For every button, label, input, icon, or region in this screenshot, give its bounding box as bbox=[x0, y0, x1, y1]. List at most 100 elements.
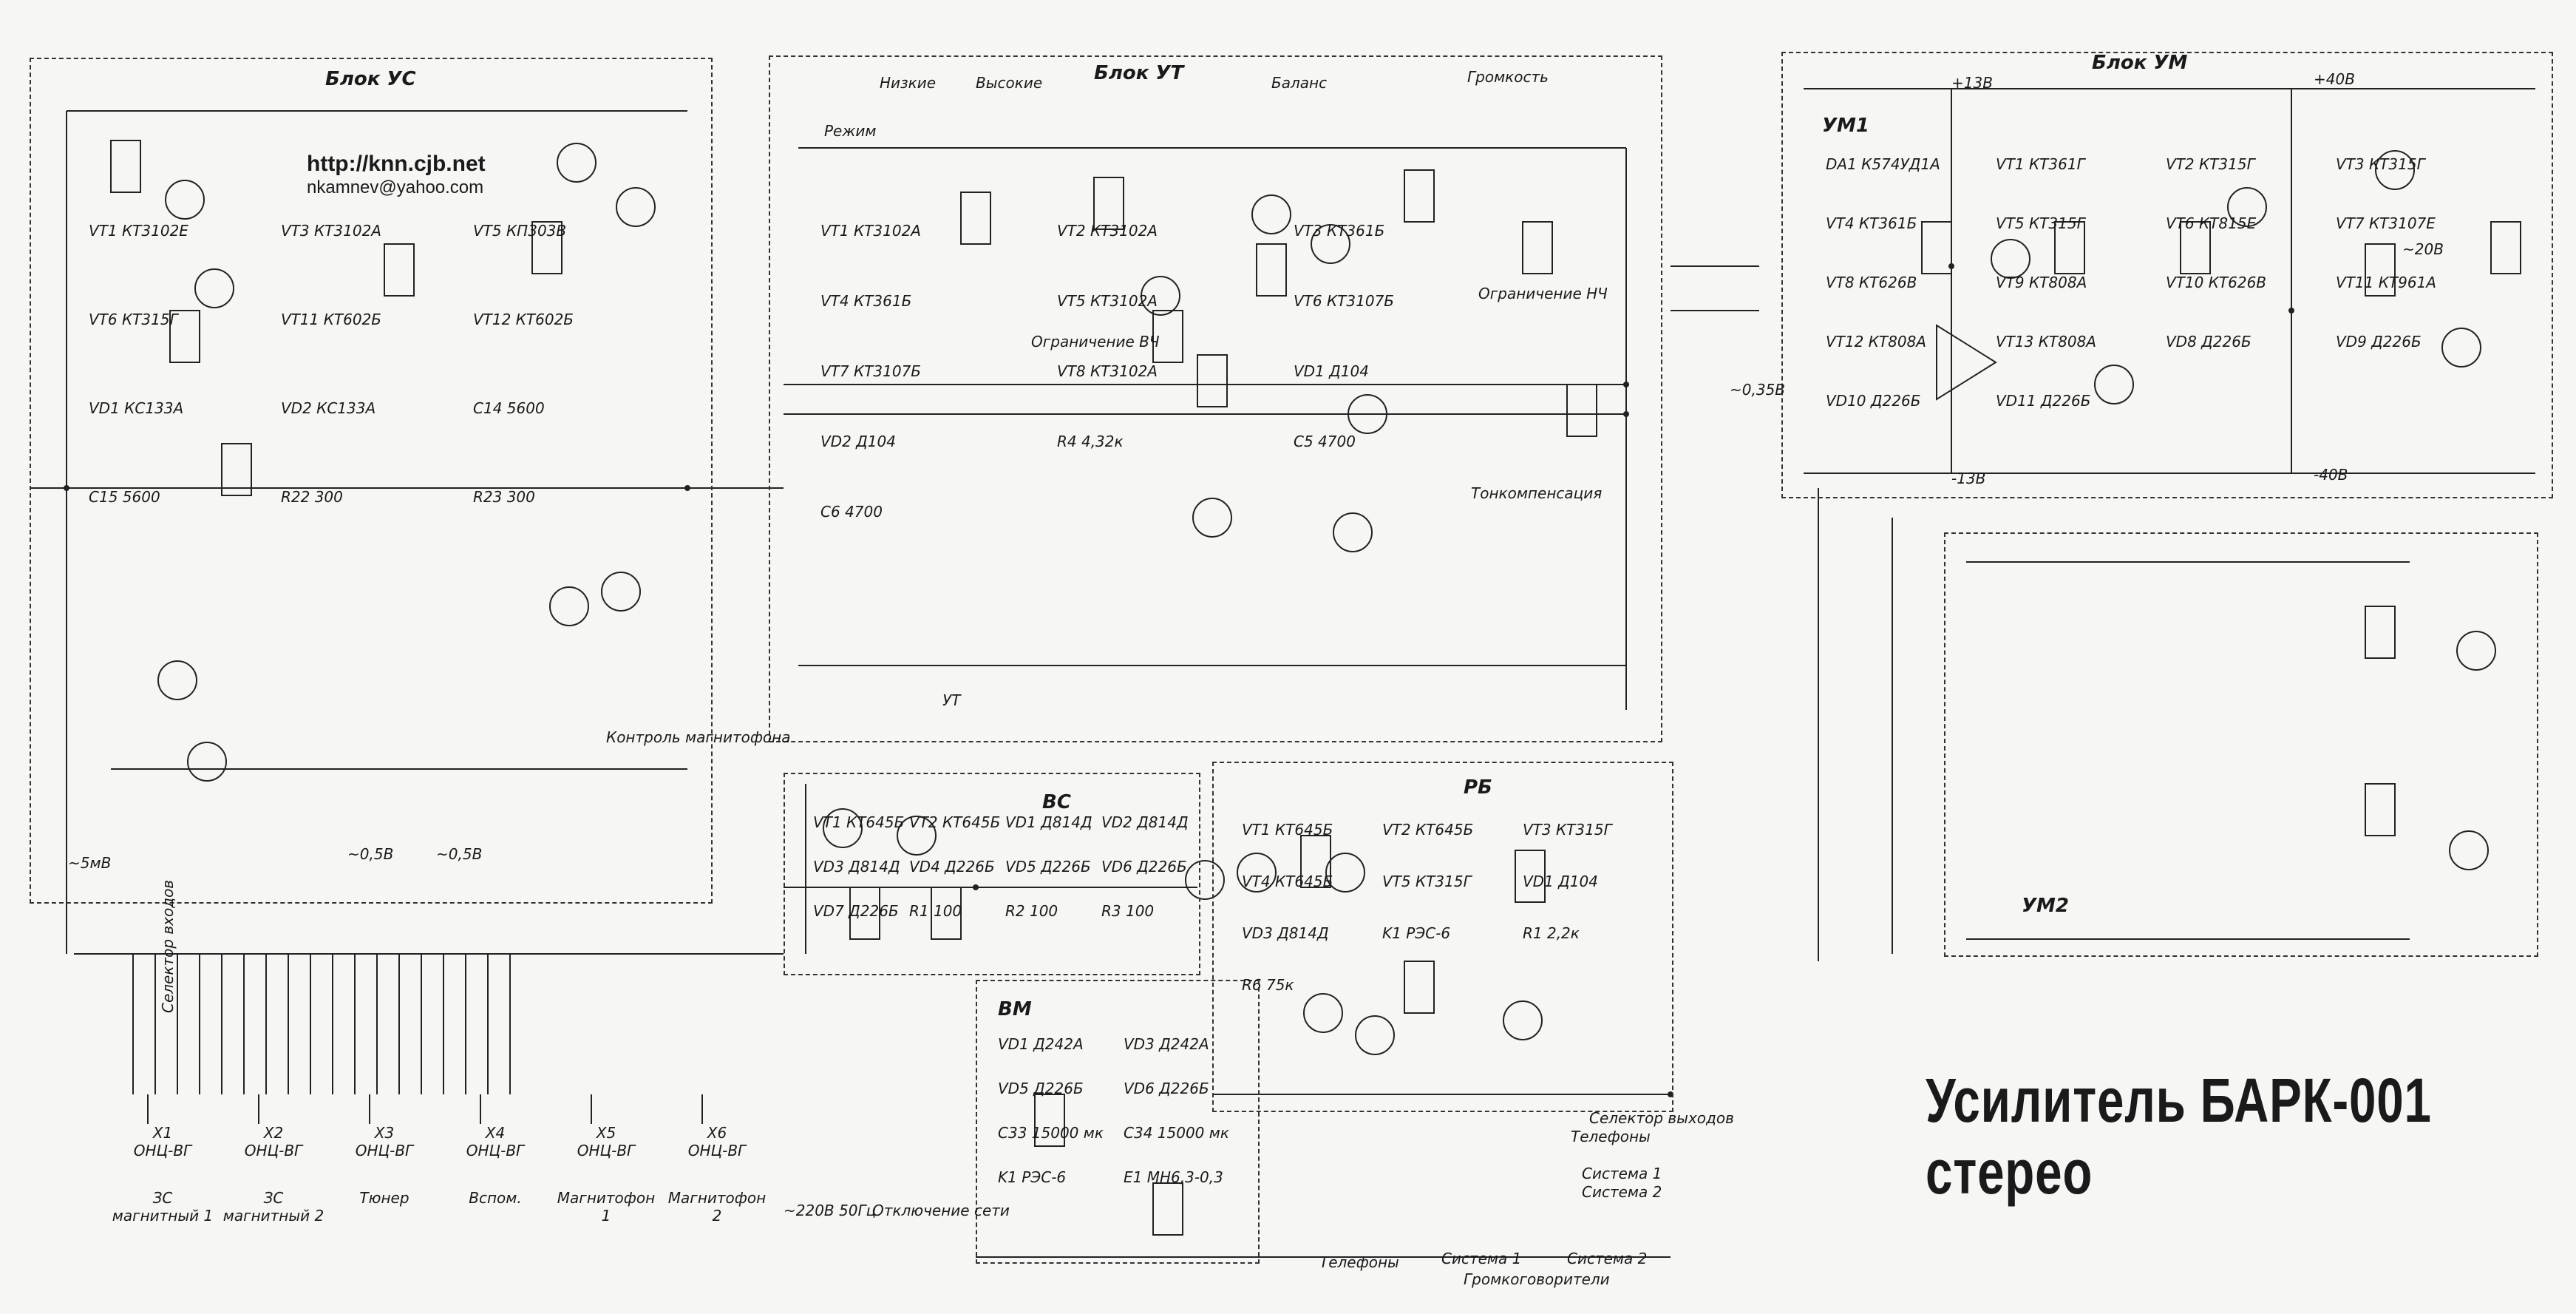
transistor-10 bbox=[1311, 224, 1350, 264]
resistor-26 bbox=[1152, 1182, 1183, 1236]
part-label: C34 15000 мк bbox=[1124, 1124, 1229, 1142]
part-label: VT1 КТ3102Е bbox=[89, 222, 188, 240]
transistor-17 bbox=[2375, 150, 2415, 190]
part-label: VT6 КТ3107Б bbox=[1294, 292, 1395, 310]
part-label: R22 300 bbox=[281, 488, 343, 506]
transistor-3 bbox=[187, 742, 227, 782]
resistor-10 bbox=[1404, 169, 1435, 223]
part-label: VT7 КТ3107Е bbox=[2336, 214, 2436, 232]
voltage-marker: -40В bbox=[2314, 466, 2348, 484]
part-label: VD5 Д226Б bbox=[998, 1080, 1084, 1097]
us-tape-monitor-label: Контроль магнитофона bbox=[606, 728, 791, 746]
transistor-11 bbox=[1348, 394, 1387, 434]
part-label: VT4 КТ361Б bbox=[820, 292, 912, 310]
part-label: VD3 Д242А bbox=[1124, 1035, 1209, 1053]
opamp-da1 bbox=[1936, 324, 1997, 401]
transistor-0 bbox=[165, 180, 205, 220]
part-label: VT1 КТ645Б bbox=[813, 813, 905, 831]
resistor-21 bbox=[931, 887, 962, 940]
block-um2-title: УМ2 bbox=[2022, 895, 2070, 917]
part-label: VT8 КТ3102А bbox=[1057, 362, 1158, 380]
part-label: C14 5600 bbox=[473, 399, 545, 417]
ut-limiter-lf-label: Ограничение НЧ bbox=[1478, 285, 1608, 302]
part-label: VT2 КТ3102А bbox=[1057, 222, 1158, 240]
part-label: VD1 Д104 bbox=[1523, 873, 1598, 890]
transistor-18 bbox=[2441, 328, 2481, 368]
part-label: VD6 Д226Б bbox=[1124, 1080, 1209, 1097]
resistor-18 bbox=[2365, 606, 2396, 659]
output-phones-label: Телефоны bbox=[1571, 1128, 1651, 1145]
part-label: VT7 КТ3107Б bbox=[820, 362, 922, 380]
resistor-11 bbox=[1522, 221, 1553, 274]
part-label: VD3 Д814Д bbox=[813, 858, 900, 876]
us-input-selector-label: Селектор входов bbox=[159, 879, 177, 1013]
part-label: VD3 Д814Д bbox=[1242, 924, 1329, 942]
transistor-9 bbox=[1251, 194, 1291, 234]
resistor-16 bbox=[2365, 243, 2396, 297]
resistor-8 bbox=[1197, 354, 1228, 407]
ut-limiter-label: Ограничение ВЧ bbox=[1031, 333, 1160, 350]
transistor-25 bbox=[1303, 993, 1343, 1033]
transistor-12 bbox=[1192, 498, 1232, 538]
junction-dot bbox=[1623, 411, 1629, 417]
schematic-title: Усилитель БАРК-001 стерео bbox=[1926, 1066, 2432, 1207]
output-sys2-conn-label: Система 2 bbox=[1567, 1250, 1648, 1267]
part-label: VT11 КТ602Б bbox=[281, 311, 382, 328]
transistor-20 bbox=[2449, 830, 2489, 870]
transistor-26 bbox=[1355, 1015, 1395, 1055]
part-label: VD1 Д242А bbox=[998, 1035, 1084, 1053]
output-sys1-label: Система 1 bbox=[1582, 1165, 1662, 1182]
output-selector-label: Селектор выходов bbox=[1589, 1109, 1734, 1127]
resistor-7 bbox=[1152, 310, 1183, 363]
mains-switch-label: Отключение сети bbox=[872, 1202, 1010, 1219]
part-label: VT6 КТ815Е bbox=[2166, 214, 2257, 232]
connector-type: ОНЦ-ВГ bbox=[687, 1142, 747, 1159]
part-label: VT6 КТ315Г bbox=[89, 311, 178, 328]
part-label: VT3 КТ315Г bbox=[1523, 821, 1612, 839]
block-us-frame bbox=[30, 58, 713, 904]
resistor-20 bbox=[849, 887, 880, 940]
connector-id: X6 bbox=[707, 1124, 727, 1142]
part-label: C15 5600 bbox=[89, 488, 160, 506]
author-email[interactable]: nkamnev@yahoo.com bbox=[307, 177, 484, 197]
block-vm-title: ВМ bbox=[998, 998, 1032, 1020]
part-label: VT4 КТ361Б bbox=[1826, 214, 1917, 232]
part-label: VT1 КТ361Г bbox=[1996, 155, 2085, 173]
output-sys1-conn-label: Система 1 bbox=[1441, 1250, 1522, 1267]
part-label: R23 300 bbox=[473, 488, 535, 506]
part-label: VD6 Д226Б bbox=[1101, 858, 1187, 876]
block-rb-title: РБ bbox=[1464, 776, 1492, 799]
resistor-3 bbox=[384, 243, 415, 297]
block-um-title: Блок УМ bbox=[2092, 52, 2188, 74]
connector-id: X2 bbox=[263, 1124, 284, 1142]
part-label: VD9 Д226Б bbox=[2336, 333, 2422, 350]
part-label: VD2 КС133А bbox=[281, 399, 376, 417]
part-label: VD4 Д226Б bbox=[909, 858, 995, 876]
block-vm-frame bbox=[976, 980, 1260, 1264]
resistor-15 bbox=[2180, 221, 2211, 274]
resistor-17 bbox=[2490, 221, 2521, 274]
part-label: VT5 КП303В bbox=[473, 222, 567, 240]
transistor-2 bbox=[157, 660, 197, 700]
part-label: VT2 КТ645Б bbox=[909, 813, 1001, 831]
connector-type: ОНЦ-ВГ bbox=[355, 1142, 414, 1159]
part-label: VT2 КТ645Б bbox=[1382, 821, 1474, 839]
author-url[interactable]: http://knn.cjb.net bbox=[307, 152, 486, 176]
connector-name: ЗС магнитный 2 bbox=[222, 1189, 324, 1225]
part-label: C5 4700 bbox=[1294, 433, 1356, 450]
transistor-4 bbox=[557, 143, 597, 183]
transistor-22 bbox=[897, 816, 937, 856]
block-um-frame bbox=[1781, 52, 2553, 498]
part-label: R3 100 bbox=[1101, 902, 1155, 920]
transistor-1 bbox=[194, 268, 234, 308]
ut-balance-label: Баланс bbox=[1271, 74, 1328, 92]
junction-dot bbox=[1948, 263, 1954, 269]
part-label: C33 15000 мк bbox=[998, 1124, 1104, 1142]
